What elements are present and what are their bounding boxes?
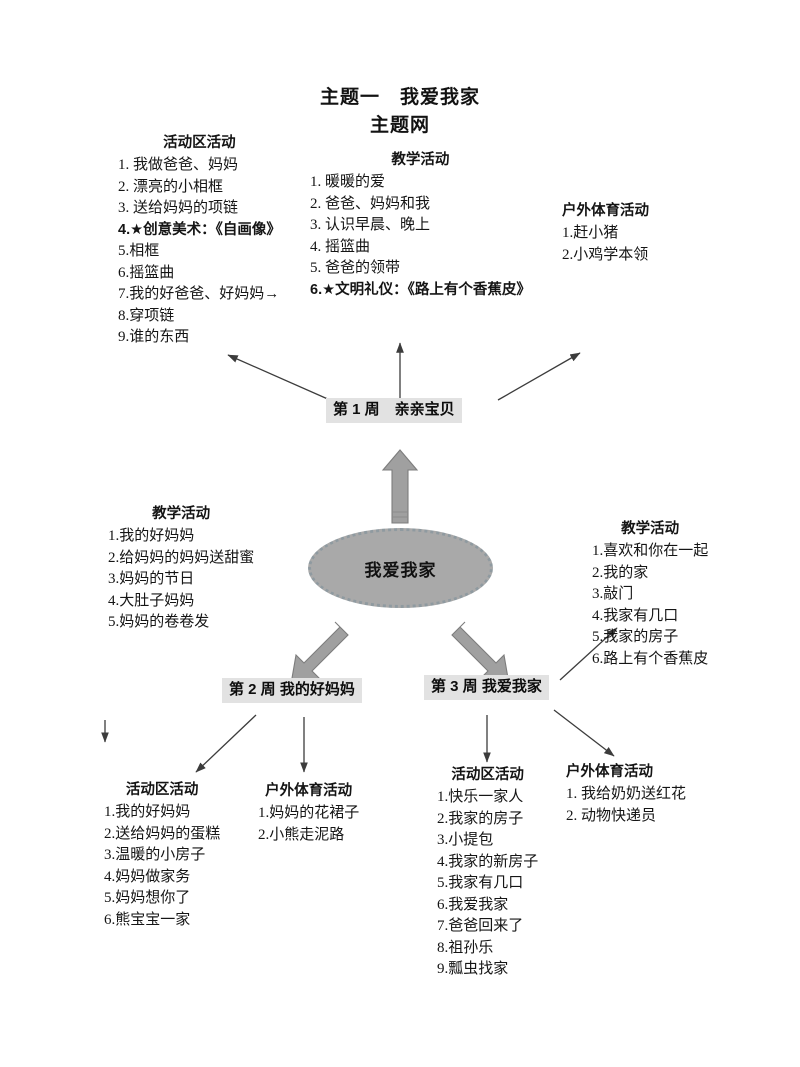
block-heading: 教学活动 — [391, 152, 450, 168]
block-list: 1.快乐一家人 2.我家的房子 3.小提包 4.我家的新房子 5.我家有几口 6.我爱我家… — [437, 787, 538, 981]
list-item: 7.我的好爸爸、好妈妈→ — [118, 286, 280, 302]
block-heading: 户外体育活动 — [566, 764, 653, 780]
list-item: 5. 爸爸的领带 — [310, 260, 401, 276]
list-item: 4.妈妈做家务 — [104, 868, 191, 885]
list-item: 2. 动物快递员 — [566, 807, 657, 824]
list-item: 2.我的家 — [592, 564, 649, 581]
block-mid-left: 教学活动 1.我的好妈妈 2.给妈妈的妈妈送甜蜜 3.妈妈的节日 4.大肚子妈妈 5.妈… — [108, 502, 254, 634]
list-item: 4.我家的新房子 — [437, 853, 539, 870]
block-list: 1.赶小猪 2.小鸡学本领 — [562, 223, 649, 266]
block-bottom-left: 活动区活动 1.我的好妈妈 2.送给妈妈的蛋糕 3.温暖的小房子 4.妈妈做家务 5.妈… — [104, 778, 220, 931]
week-box-1[interactable]: 第 1 周 亲亲宝贝 — [326, 398, 462, 423]
block-list: 1. 我给奶奶送红花 2. 动物快递员 — [566, 784, 686, 827]
list-item: 9.谁的东西 — [118, 329, 190, 345]
list-item: 1.快乐一家人 — [437, 789, 524, 805]
list-item: 1. 我给奶奶送红花 — [566, 786, 687, 802]
block-list: 1.我的好妈妈 2.给妈妈的妈妈送甜蜜 3.妈妈的节日 4.大肚子妈妈 5.妈妈的卷卷发 — [108, 526, 254, 634]
list-item: 1. 我做爸爸、妈妈 — [118, 157, 239, 173]
block-arrow-up — [381, 449, 419, 524]
list-item: 2.给妈妈的妈妈送甜蜜 — [108, 549, 255, 566]
block-arrow-down-left — [290, 621, 349, 685]
list-item: 4.我家有几口 — [592, 607, 679, 624]
block-heading: 活动区活动 — [451, 767, 524, 783]
block-bottom-center: 活动区活动 1.快乐一家人 2.我家的房子 3.小提包 4.我家的新房子 5.我家有几口… — [437, 763, 538, 981]
list-item: 5.我家有几口 — [437, 875, 524, 891]
list-item: 6.摇篮曲 — [118, 264, 175, 281]
block-heading: 户外体育活动 — [265, 783, 353, 799]
page-title: 主题一 我爱我家 — [319, 87, 480, 108]
block-list: 1. 暖暖的爱 2. 爸爸、妈妈和我 3. 认识早晨、晚上 4. 摇篮曲 5. 爸爸的领… — [310, 172, 531, 301]
list-item: 4. 摇篮曲 — [310, 238, 371, 255]
list-item: 3. 送给妈妈的项链 — [118, 200, 239, 216]
list-item: 6.路上有个香蕉皮 — [592, 650, 709, 667]
block-list: 1. 我做爸爸、妈妈 2. 漂亮的小相框 3. 送给妈妈的项链 4.★创意美术：《自画… — [118, 155, 281, 349]
central-topic-ellipse[interactable]: 我爱我家 — [308, 528, 493, 608]
week-box-2[interactable]: 第 2 周 我的好妈妈 — [222, 678, 362, 703]
list-item: 4.大肚子妈妈 — [108, 592, 195, 609]
list-item: 3.妈妈的节日 — [108, 571, 195, 587]
block-list: 1.喜欢和你在一起 2.我的家 3.敲门 4.我家有几口 5.我家的房子 6.路上有个香蕉… — [592, 541, 708, 670]
block-list: 1.我的好妈妈 2.送给妈妈的蛋糕 3.温暖的小房子 4.妈妈做家务 5.妈妈想你了 6.… — [104, 802, 220, 931]
block-heading: 教学活动 — [621, 521, 680, 537]
list-item: 2.我家的房子 — [437, 810, 524, 827]
block-list: 1.妈妈的花裙子 2.小熊走泥路 — [258, 803, 359, 846]
list-item: 1.我的好妈妈 — [108, 528, 195, 544]
list-item: 1.赶小猪 — [562, 225, 619, 241]
block-heading: 户外体育活动 — [562, 203, 649, 219]
list-item: 3. 认识早晨、晚上 — [310, 217, 431, 233]
list-item: 3.敲门 — [592, 586, 634, 602]
list-item: 3.温暖的小房子 — [104, 847, 206, 863]
list-item: 2. 爸爸、妈妈和我 — [310, 195, 431, 212]
arrow-week2-to-bottomleft — [195, 714, 257, 773]
list-item: 2.小鸡学本领 — [562, 246, 649, 263]
block-mid-right: 教学活动 1.喜欢和你在一起 2.我的家 3.敲门 4.我家有几口 5.我家的房子 6.路… — [592, 517, 708, 670]
list-item: 7.爸爸回来了 — [437, 918, 524, 934]
list-item: 5.妈妈想你了 — [104, 890, 191, 906]
block-top-left: 活动区活动 1. 我做爸爸、妈妈 2. 漂亮的小相框 3. 送给妈妈的项链 4.★创意… — [118, 131, 281, 349]
list-item: 8.穿项链 — [118, 307, 175, 324]
block-heading: 活动区活动 — [163, 135, 236, 151]
list-item: 2. 漂亮的小相框 — [118, 178, 224, 195]
arrow-week1-to-topleft — [227, 354, 331, 401]
list-item: 2.小熊走泥路 — [258, 826, 345, 843]
list-item: 6.★文明礼仪：《路上有个香蕉皮》 — [310, 281, 531, 298]
list-item: 1. 暖暖的爱 — [310, 174, 386, 190]
list-item: 9.瓢虫找家 — [437, 961, 509, 977]
list-item: 5.我家的房子 — [592, 629, 679, 645]
block-bottom-right: 户外体育活动 1. 我给奶奶送红花 2. 动物快递员 — [566, 760, 686, 827]
central-topic-label: 我爱我家 — [364, 560, 437, 580]
block-bottom-left-outdoor: 户外体育活动 1.妈妈的花裙子 2.小熊走泥路 — [258, 779, 359, 846]
block-heading: 活动区活动 — [125, 782, 199, 798]
arrow-week1-to-topright — [497, 352, 581, 401]
list-item: 5.相框 — [118, 243, 160, 259]
list-item: 6.我爱我家 — [437, 896, 509, 913]
list-item: 6.熊宝宝一家 — [104, 911, 191, 928]
block-heading: 教学活动 — [152, 506, 211, 522]
list-item: 3.小提包 — [437, 832, 494, 848]
list-item: 8.祖孙乐 — [437, 939, 494, 956]
page-subtitle: 主题网 — [369, 115, 430, 136]
list-item: 1.我的好妈妈 — [104, 804, 191, 820]
block-top-right: 户外体育活动 1.赶小猪 2.小鸡学本领 — [562, 199, 649, 266]
arrow-week3-to-outdoor — [553, 709, 615, 757]
list-item: 1.喜欢和你在一起 — [592, 543, 709, 559]
block-top-center: 教学活动 1. 暖暖的爱 2. 爸爸、妈妈和我 3. 认识早晨、晚上 4. 摇篮曲 5.… — [310, 148, 531, 301]
week-box-3[interactable]: 第 3 周 我爱我家 — [424, 675, 549, 700]
list-item: 1.妈妈的花裙子 — [258, 805, 360, 821]
list-item: 5.妈妈的卷卷发 — [108, 614, 210, 630]
list-item: 4.★创意美术：《自画像》 — [118, 221, 281, 238]
list-item: 2.送给妈妈的蛋糕 — [104, 825, 221, 842]
